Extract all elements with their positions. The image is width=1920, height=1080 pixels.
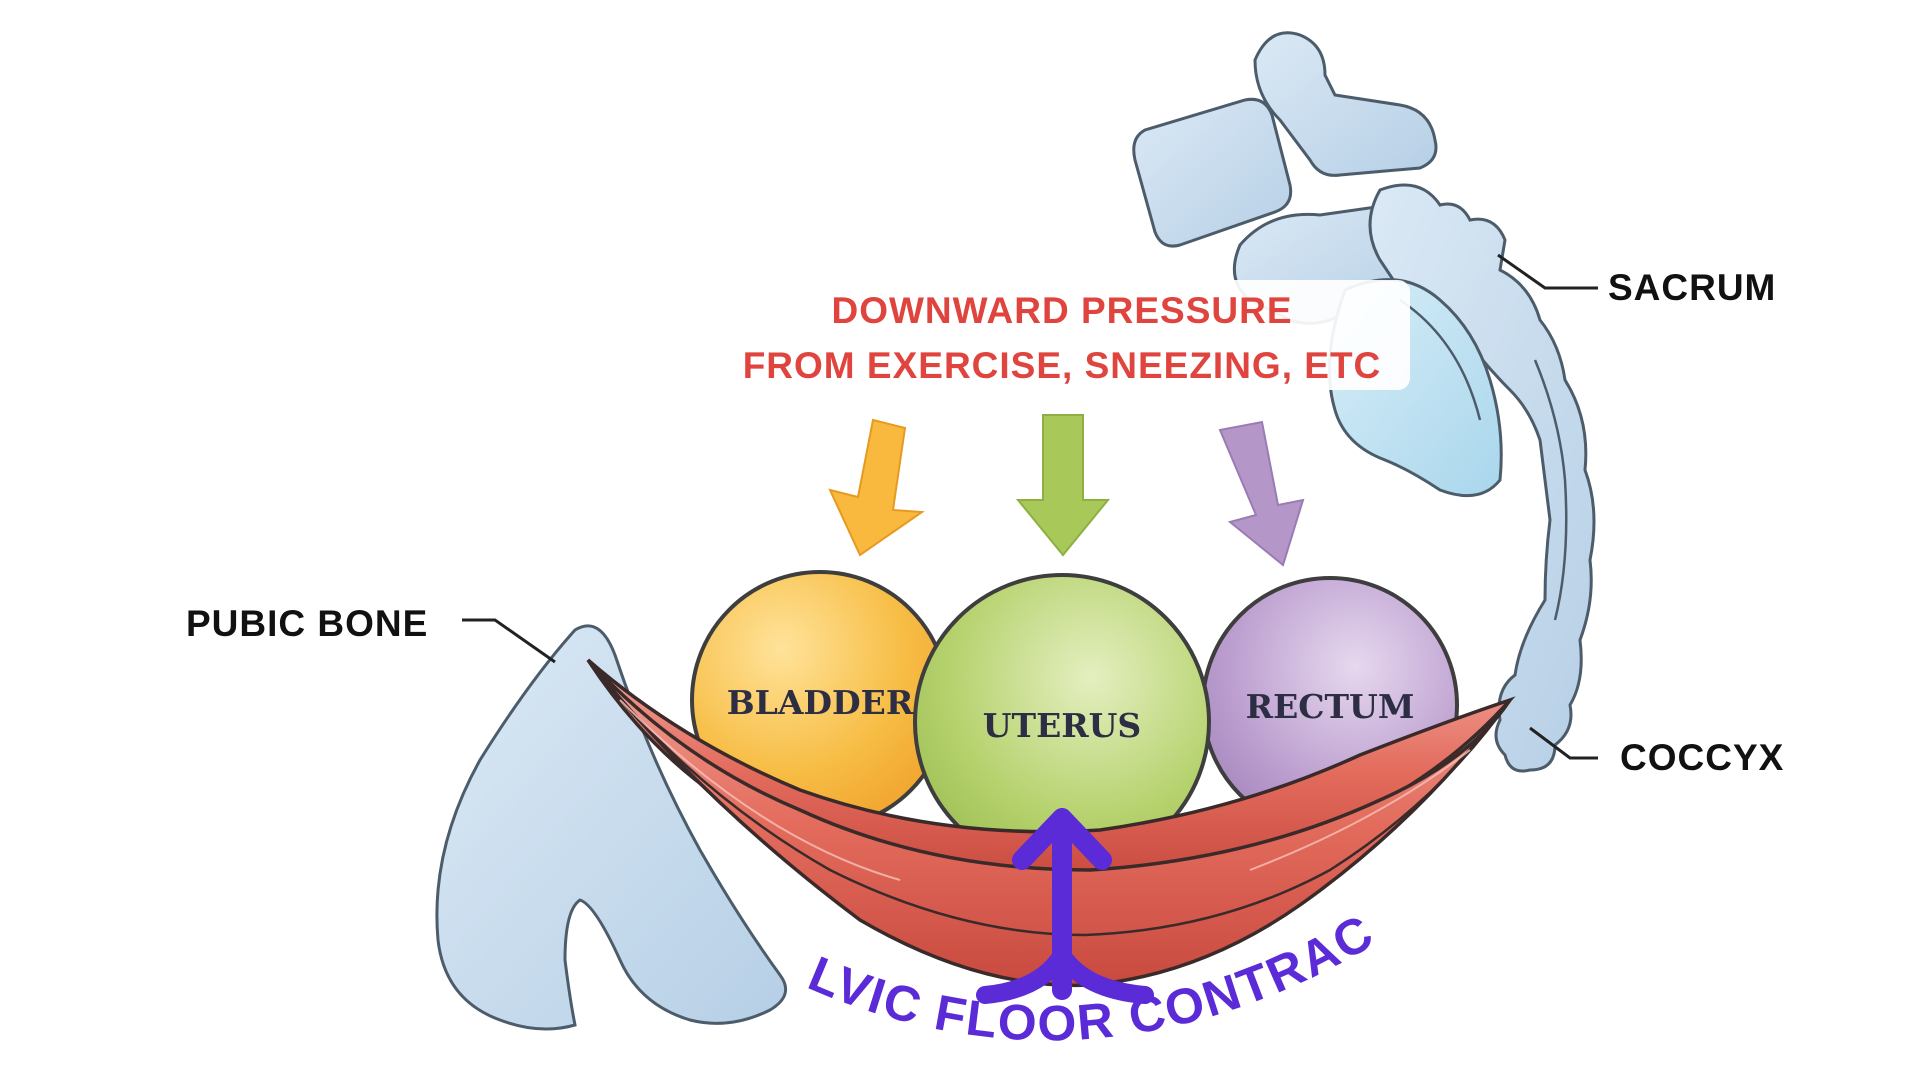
pressure-line-1: DOWNWARD PRESSURE [831, 290, 1292, 331]
arrow-down-green-icon [1015, 414, 1111, 557]
bladder-label: BLADDER [727, 683, 914, 722]
arrow-down-orange-icon [828, 418, 925, 557]
pressure-caption: DOWNWARD PRESSURE FROM EXERCISE, SNEEZIN… [720, 280, 1410, 390]
pelvic-floor-muscle [586, 658, 1516, 988]
pubic-bone-label: PUBIC BONE [186, 603, 428, 644]
bladder: BLADDER [690, 570, 950, 830]
arrow-up-purple-icon [976, 808, 1154, 1004]
rectum-label: RECTUM [1246, 687, 1415, 726]
uterus: UTERUS [913, 573, 1211, 871]
uterus-label: UTERUS [983, 706, 1142, 745]
pubic-bone [435, 624, 788, 1031]
pressure-line-2: FROM EXERCISE, SNEEZING, ETC [743, 345, 1382, 386]
leader-lines [462, 253, 1598, 760]
coccyx-label: COCCYX [1620, 737, 1784, 778]
sacrum-label: SACRUM [1608, 267, 1776, 308]
arrow-down-purple-icon [1218, 420, 1305, 567]
